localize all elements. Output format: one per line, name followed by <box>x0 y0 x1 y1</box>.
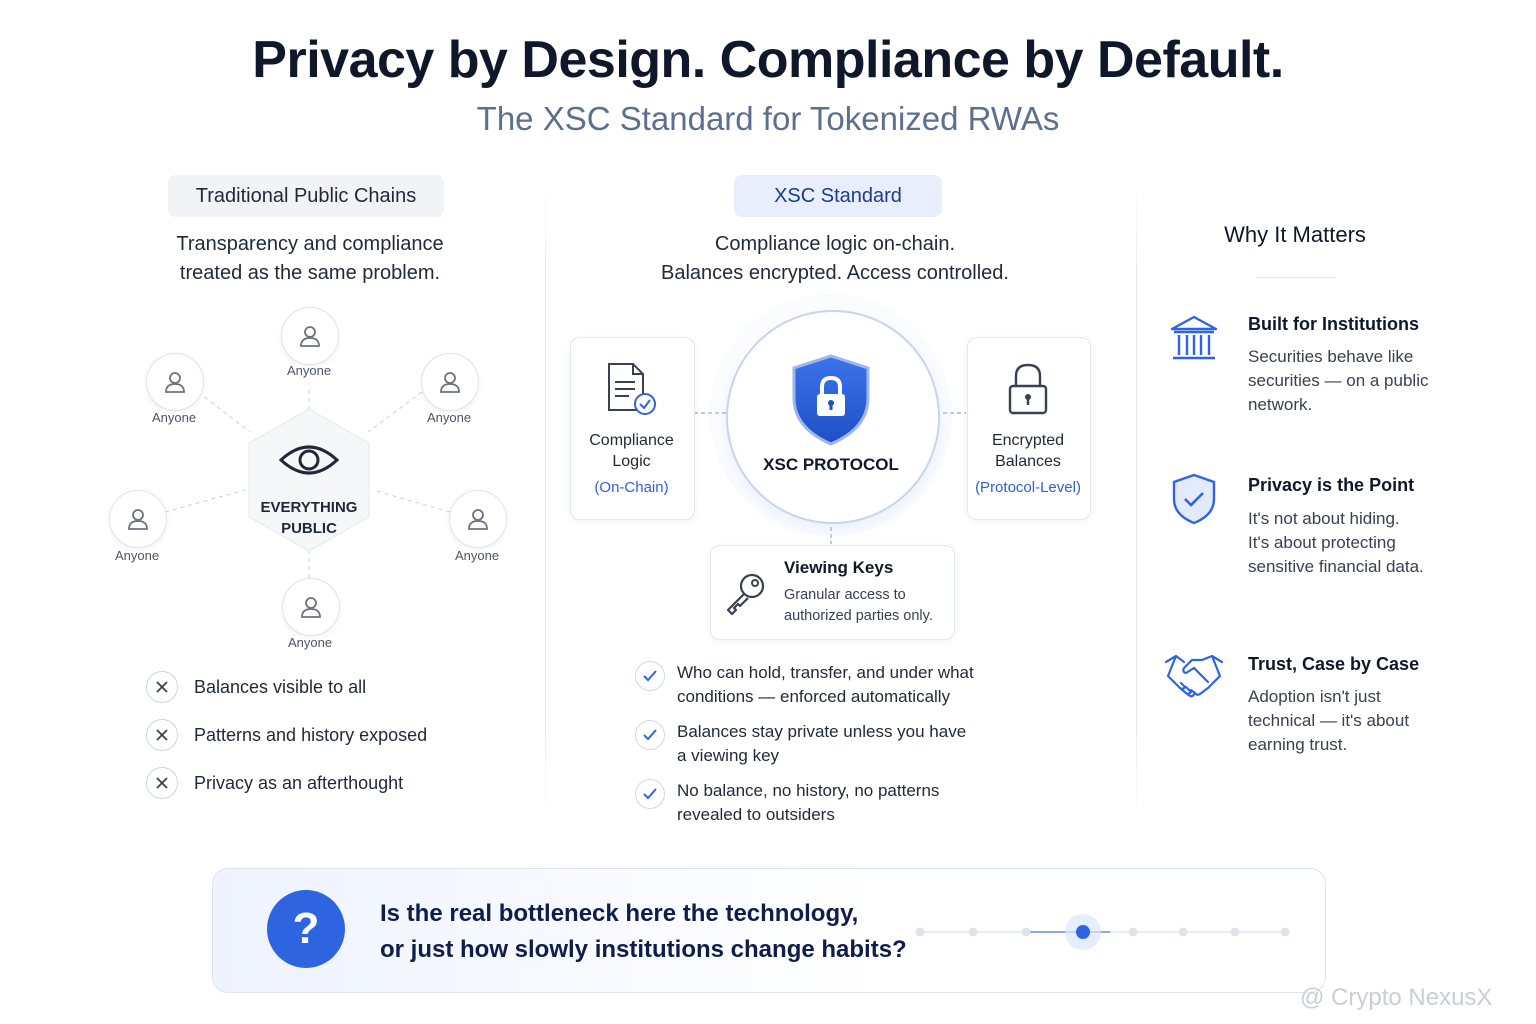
xsc-standard-pill: XSC Standard <box>734 175 942 217</box>
document-check-icon <box>608 363 656 415</box>
anyone-node <box>281 307 339 365</box>
title-underline <box>1256 277 1336 278</box>
page-subtitle: The XSC Standard for Tokenized RWAs <box>476 100 1060 137</box>
question-icon: ? <box>267 890 345 968</box>
padlock-icon <box>1008 363 1048 415</box>
x-icon <box>146 719 178 751</box>
anyone-node <box>449 490 507 548</box>
viewing-keys-card <box>710 545 955 640</box>
shield-lock-icon <box>792 354 870 446</box>
question-banner <box>212 868 1326 993</box>
everything-public-hexagon <box>248 408 370 552</box>
encrypted-balances-card <box>967 337 1091 520</box>
x-icon <box>146 671 178 703</box>
user-icon <box>146 353 204 411</box>
shield-check-icon <box>1172 473 1216 525</box>
why-item-title: Built for Institutions <box>1248 314 1419 334</box>
anyone-node <box>421 353 479 411</box>
user-icon <box>421 353 479 411</box>
issue-item: Privacy as an afterthought <box>146 767 403 799</box>
issue-item: Balances visible to all <box>146 671 366 703</box>
check-icon <box>635 661 665 691</box>
encrypted-balances-sub: (Protocol-Level) <box>975 479 1081 496</box>
why-item-body: Adoption isn't just technical — it's abo… <box>1248 687 1410 754</box>
why-item-body: Securities behave like securities — on a… <box>1248 347 1429 414</box>
why-item-title: Privacy is the Point <box>1248 475 1415 495</box>
anyone-node <box>282 578 340 636</box>
user-icon <box>282 578 340 636</box>
anyone-node <box>109 490 167 548</box>
user-icon <box>449 490 507 548</box>
anyone-label: Anyone <box>286 363 332 378</box>
compliance-logic-label: Compliance Logic <box>589 432 674 470</box>
handshake-icon <box>1164 654 1224 698</box>
traditional-chains-pill: Traditional Public Chains <box>168 175 444 217</box>
traditional-description: Transparency and compliance treated as t… <box>176 233 444 284</box>
issue-item: Patterns and history exposed <box>146 719 427 751</box>
anyone-label: Anyone <box>151 410 197 425</box>
x-icon <box>146 767 178 799</box>
anyone-label: Anyone <box>426 410 472 425</box>
everything-public-label: EVERYTHING PUBLIC <box>260 499 358 537</box>
xsc-protocol-label: XSC PROTOCOL <box>763 455 899 474</box>
anyone-label: Anyone <box>114 548 160 563</box>
anyone-label: Anyone <box>287 635 333 650</box>
compliance-logic-sub: (On-Chain) <box>594 479 669 496</box>
eye-icon <box>278 445 340 475</box>
page-title: Privacy by Design. Compliance by Default… <box>252 31 1284 89</box>
viewing-keys-desc: Granular access to authorized parties on… <box>784 587 933 624</box>
column-divider <box>545 180 546 820</box>
xsc-description: Compliance logic on-chain. Balances encr… <box>661 233 1009 284</box>
why-it-matters-title: Why It Matters <box>1224 222 1366 247</box>
check-icon <box>635 779 665 809</box>
why-item-body: It's not about hiding. It's about protec… <box>1248 509 1424 576</box>
watermark: @ Crypto NexusX <box>1300 984 1493 1011</box>
user-icon <box>109 490 167 548</box>
network-lines <box>164 390 451 578</box>
column-divider <box>1136 180 1137 820</box>
anyone-label: Anyone <box>454 548 500 563</box>
bank-icon <box>1170 315 1218 360</box>
encrypted-balances-label: Encrypted Balances <box>991 432 1065 470</box>
why-item-title: Trust, Case by Case <box>1248 654 1420 674</box>
key-icon <box>726 573 765 616</box>
progress-dots-decoration <box>915 914 1290 950</box>
user-icon <box>281 307 339 365</box>
banner-question: Is the real bottleneck here the technolo… <box>380 900 907 963</box>
check-icon <box>635 720 665 750</box>
viewing-keys-title: Viewing Keys <box>784 558 894 577</box>
anyone-node <box>146 353 204 411</box>
